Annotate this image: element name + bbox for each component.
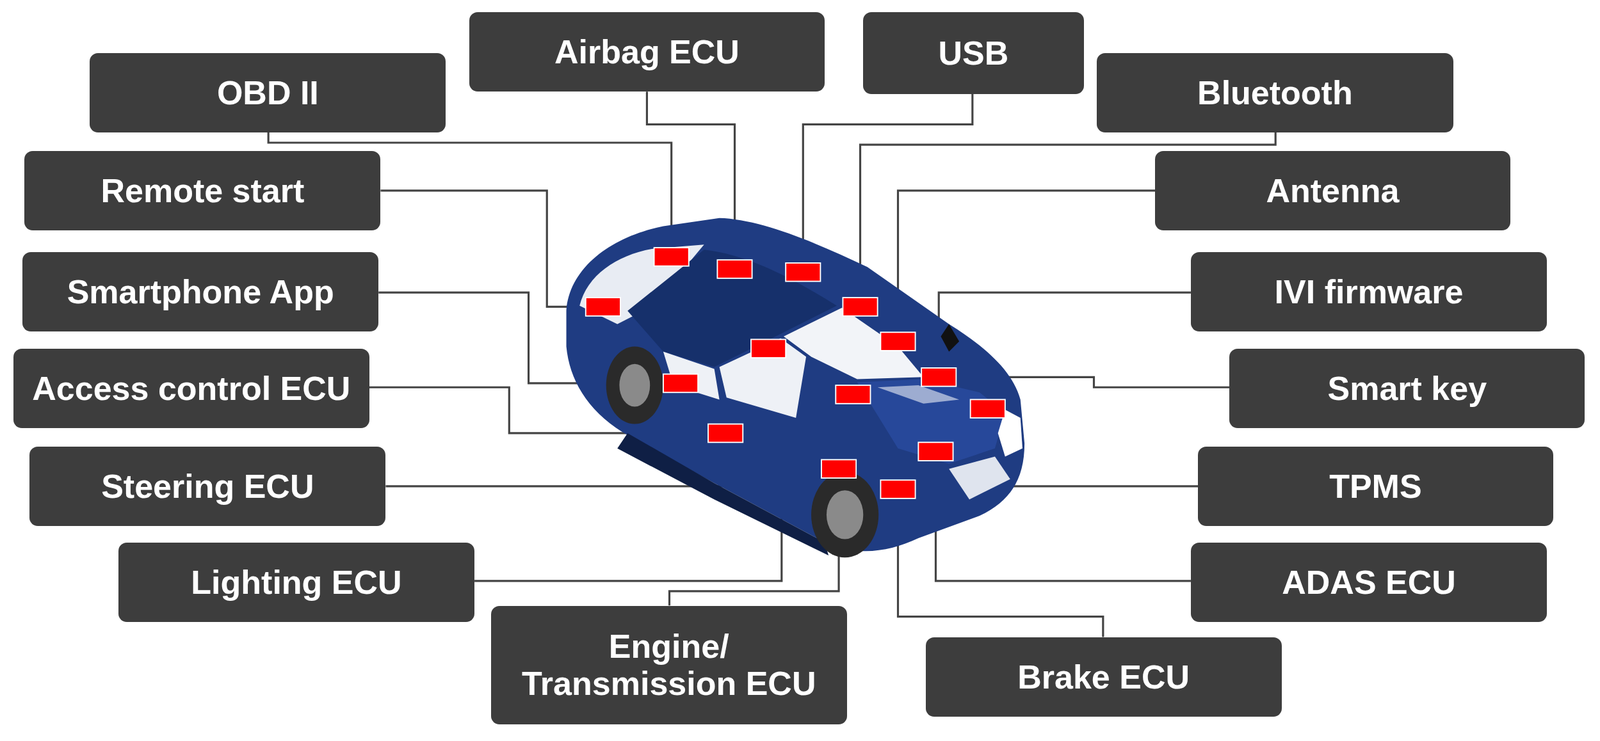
- marker: [717, 259, 752, 279]
- label-text: Access control ECU: [32, 370, 351, 408]
- leader-line: [380, 190, 587, 308]
- label-box: Smart key: [1229, 348, 1585, 429]
- text-column: ADAS ECU: [1281, 564, 1456, 602]
- marker: [880, 332, 915, 351]
- text-column: OBD II: [217, 74, 319, 112]
- text-column: Remote start: [100, 172, 305, 210]
- text-column: Brake ECU: [1017, 658, 1190, 696]
- text-column: Access control ECU: [32, 370, 351, 408]
- label-text: USB: [938, 34, 1010, 72]
- label-text: Lighting ECU: [190, 564, 402, 602]
- label-text: TPMS: [1329, 468, 1422, 506]
- marker: [751, 339, 786, 358]
- label-text: ADAS ECU: [1281, 564, 1456, 602]
- label-box: IVI firmware: [1190, 252, 1547, 332]
- label-box: OBD II: [89, 53, 446, 133]
- marker: [708, 424, 743, 444]
- label-box: Engine/ Transmission ECU: [491, 606, 848, 725]
- label-box: USB: [863, 12, 1084, 95]
- text-column: Airbag ECU: [554, 33, 740, 71]
- label-box: Antenna: [1155, 151, 1511, 231]
- text-column: Smart key: [1327, 370, 1487, 408]
- marker: [585, 297, 621, 317]
- markers: [585, 247, 1006, 499]
- text-column: Engine/ Transmission ECU: [515, 628, 823, 703]
- label-box: Remote start: [24, 151, 381, 231]
- marker: [654, 247, 689, 267]
- text-column: USB: [938, 34, 1010, 72]
- label-box: Smartphone App: [22, 252, 379, 332]
- marker: [842, 297, 878, 317]
- label-box: ADAS ECU: [1190, 542, 1547, 623]
- text-column: Antenna: [1265, 172, 1399, 210]
- marker: [880, 480, 915, 499]
- text-column: IVI firmware: [1274, 273, 1464, 311]
- label-text: Smart key: [1327, 370, 1487, 408]
- label-text: Brake ECU: [1017, 658, 1190, 696]
- text-column: TPMS: [1329, 468, 1422, 506]
- car: [566, 218, 1026, 558]
- marker: [821, 459, 857, 479]
- leader-line: [802, 94, 973, 267]
- label-text: Bluetooth: [1197, 74, 1353, 112]
- label-text: Airbag ECU: [554, 33, 740, 71]
- label-box: Airbag ECU: [469, 12, 825, 92]
- text-column: Smartphone App: [67, 273, 335, 311]
- marker: [918, 442, 953, 461]
- label-text: IVI firmware: [1274, 273, 1464, 311]
- label-text: OBD II: [217, 74, 319, 112]
- label-text: Antenna: [1265, 172, 1399, 210]
- label-box: Bluetooth: [1096, 53, 1453, 133]
- marker: [921, 368, 956, 387]
- marker: [663, 374, 698, 394]
- label-text: Engine/ Transmission ECU: [515, 628, 823, 703]
- marker: [785, 263, 821, 282]
- text-column: Bluetooth: [1197, 74, 1353, 112]
- text-column: Steering ECU: [101, 468, 314, 506]
- label-text: Steering ECU: [101, 468, 314, 506]
- label-text: Remote start: [100, 172, 305, 210]
- marker: [835, 385, 871, 405]
- label-box: Access control ECU: [13, 348, 370, 429]
- label-box: Brake ECU: [925, 637, 1282, 718]
- marker: [970, 399, 1006, 419]
- label-box: Steering ECU: [29, 446, 386, 527]
- label-text: Smartphone App: [67, 273, 335, 311]
- leader-line: [898, 190, 1156, 336]
- text-column: Lighting ECU: [190, 564, 402, 602]
- label-box: TPMS: [1197, 446, 1554, 527]
- label-box: Lighting ECU: [118, 542, 475, 623]
